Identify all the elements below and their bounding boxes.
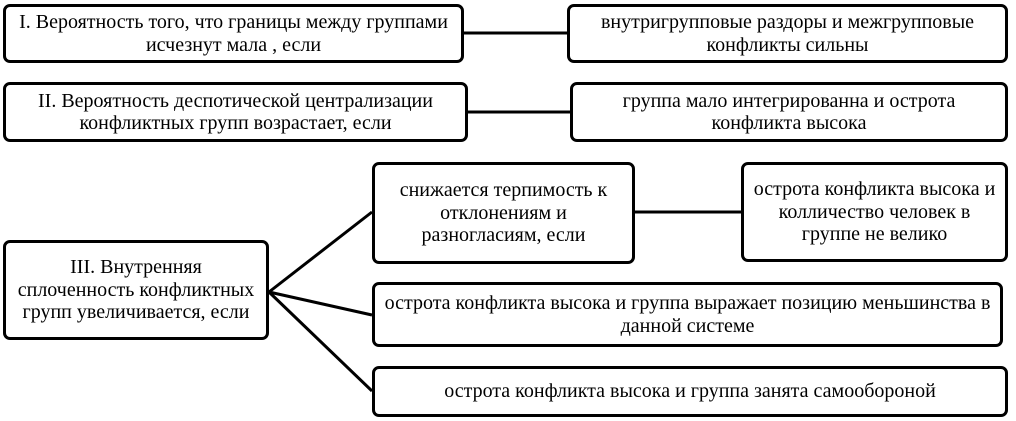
row2-condition-box: II. Вероятность деспотической централиза… bbox=[3, 82, 468, 142]
row1-condition-text: I. Вероятность того, что границы между г… bbox=[19, 11, 448, 56]
connector-row3-branch1 bbox=[268, 210, 373, 294]
row3-branch1-sub-box: острота конфликта высока и колличество ч… bbox=[741, 162, 1008, 262]
row1-result-box: внутригрупповые раздоры и межгрупповые к… bbox=[567, 4, 1008, 63]
connector-row3-branch3 bbox=[267, 290, 374, 393]
row3-condition-box: III. Внутренняя сплоченность конфликтных… bbox=[3, 240, 269, 340]
row3-branch2-box: острота конфликта высока и группа выража… bbox=[372, 282, 1003, 347]
row2-result-box: группа мало интегрированна и острота кон… bbox=[570, 82, 1008, 142]
row1-condition-box: I. Вероятность того, что границы между г… bbox=[3, 4, 464, 63]
row3-branch3-box: острота конфликта высока и группа занята… bbox=[372, 366, 1008, 417]
connector-row3-branch2 bbox=[268, 290, 373, 317]
row3-condition-text: III. Внутренняя сплоченность конфликтных… bbox=[17, 256, 255, 324]
row3-branch2-text: острота конфликта высока и группа выража… bbox=[384, 292, 991, 337]
row2-condition-text: II. Вероятность деспотической централиза… bbox=[38, 89, 433, 134]
row3-branch1-text: снижается терпимость к отклонениям и раз… bbox=[399, 179, 608, 247]
row3-branch3-text: острота конфликта высока и группа занята… bbox=[444, 380, 936, 403]
row2-result-text: группа мало интегрированна и острота кон… bbox=[622, 89, 956, 134]
row1-result-text: внутригрупповые раздоры и межгрупповые к… bbox=[600, 11, 975, 56]
row3-branch1-box: снижается терпимость к отклонениям и раз… bbox=[372, 162, 635, 264]
row3-branch1-sub-text: острота конфликта высока и колличество ч… bbox=[753, 178, 996, 246]
